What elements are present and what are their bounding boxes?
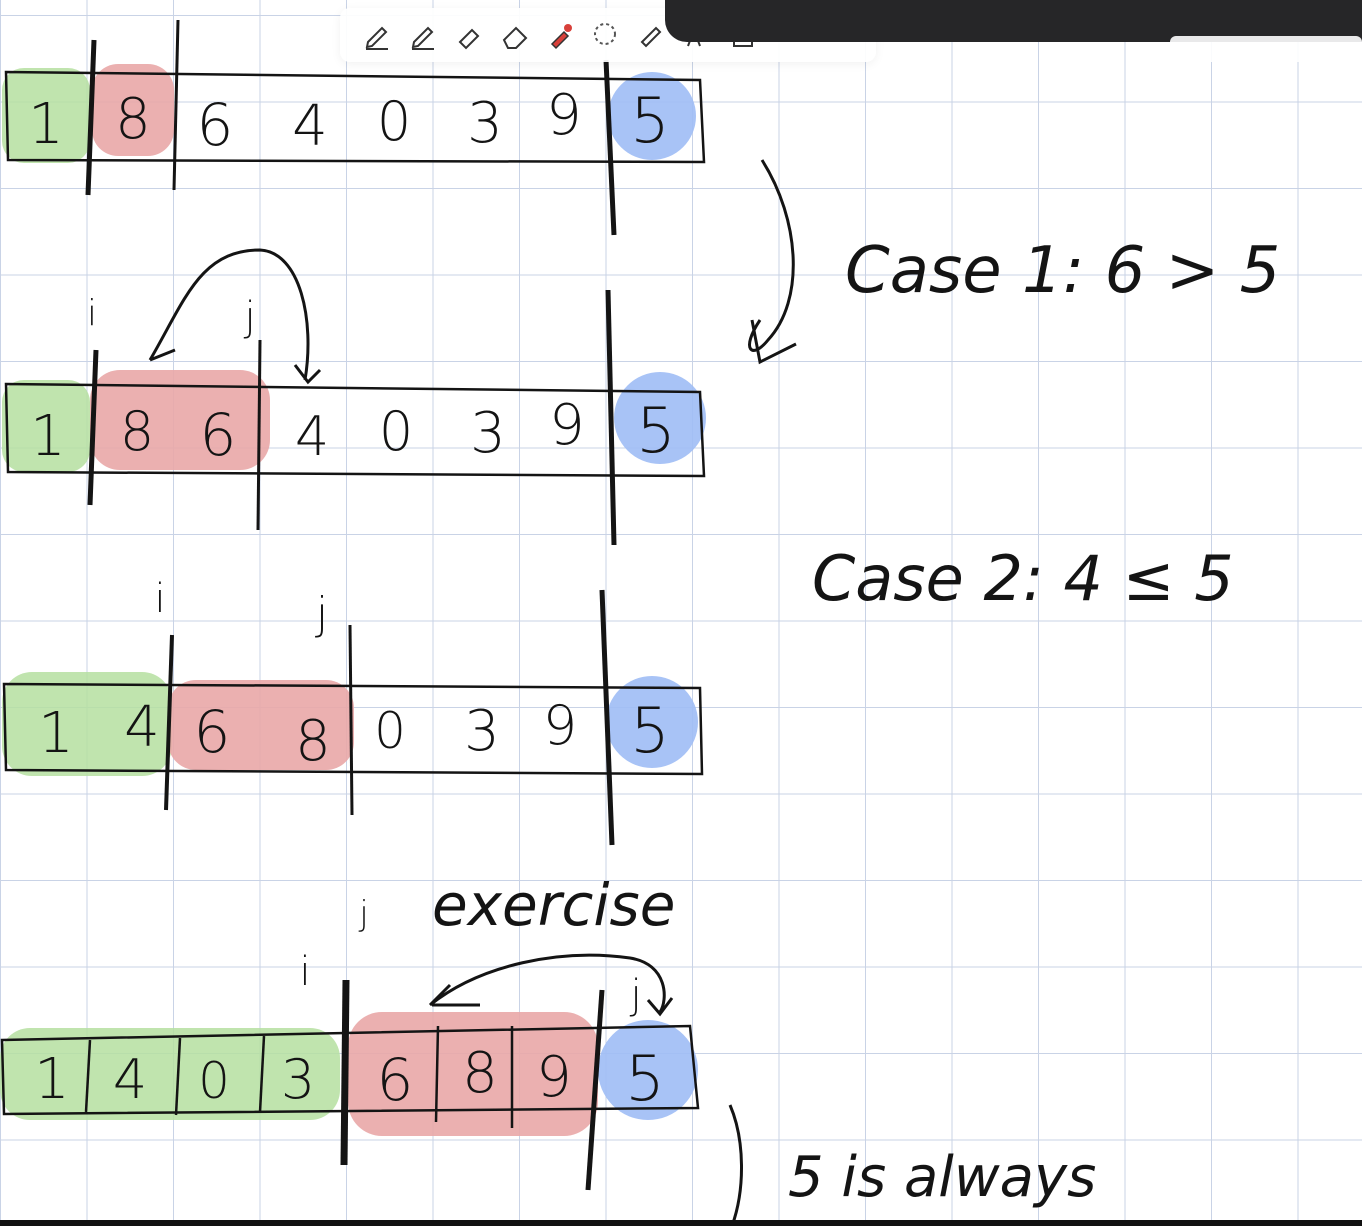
pointer-j-row3: j	[315, 588, 328, 639]
row3-cell-8: 5	[630, 694, 669, 767]
top-overlay-bar	[665, 0, 1362, 42]
swap-arrow-row4-icon	[428, 953, 674, 1017]
row1-cell-6: 3	[467, 91, 503, 156]
row3-cell-3: 6	[194, 698, 231, 766]
case1-note: Case 1: 6 > 5	[845, 234, 1280, 308]
row3-cell-6: 3	[464, 699, 500, 764]
row3-cell-2: 4	[124, 695, 160, 760]
lasso-icon[interactable]	[590, 20, 620, 50]
pointer-j-row2: j	[243, 294, 255, 340]
row4-cell-4: 3	[281, 1048, 315, 1111]
shapes-icon[interactable]	[636, 20, 666, 50]
row1-cell-7: 9	[546, 83, 582, 148]
row2-cell-6: 3	[470, 401, 506, 466]
row3-cell-4: 8	[295, 709, 331, 774]
row2-cell-2: 8	[120, 400, 154, 463]
highlighter-icon[interactable]	[454, 20, 484, 50]
row1-cell-3: 6	[197, 91, 234, 159]
row1-cell-1: 1	[28, 92, 64, 157]
row4-cell-5: 6	[377, 1046, 414, 1114]
exercise-note: exercise	[432, 871, 675, 939]
laser-icon[interactable]	[546, 20, 576, 50]
pointer-j-row4-a: j	[358, 894, 368, 934]
row2-cell-8: 5	[636, 394, 675, 467]
row3-cell-1: 1	[38, 701, 74, 766]
pivot-note: 5 is always	[788, 1145, 1096, 1210]
case2-note: Case 2: 4 ≤ 5	[812, 542, 1234, 615]
array-row-3: i j 1 4 6 8 0 3 9 5	[2, 576, 704, 846]
pointer-i-row4: i	[299, 949, 310, 995]
pointer-j-row4-b: j	[629, 972, 641, 1018]
row1-cell-2: 8	[115, 87, 151, 152]
row4-cell-1: 1	[34, 1047, 70, 1112]
swap-arrow-icon	[148, 248, 322, 385]
array-row-1: 1 8 6 4 0 3 9 5	[2, 19, 706, 236]
right-toolbar	[1170, 36, 1362, 62]
row4-cell-8: 5	[625, 1042, 664, 1115]
pencil-icon[interactable]	[408, 20, 438, 50]
row2-cell-3: 6	[200, 401, 237, 469]
row4-cell-6: 8	[462, 1041, 498, 1106]
array-row-4: i j j 1 4 0 3 6 8 9 5	[0, 894, 700, 1191]
row3-cell-5: 0	[374, 702, 406, 760]
bottom-edge	[0, 1220, 1362, 1226]
row2-cell-5: 0	[379, 400, 413, 463]
row2-cell-4: 4	[295, 405, 329, 468]
row4-cell-7: 9	[536, 1045, 572, 1110]
row4-cell-2: 4	[113, 1048, 147, 1111]
pointer-i-row3: i	[154, 576, 165, 622]
transition-arrow-icon	[748, 159, 797, 365]
array-row-2: i j 1 8 6 4 0 3 9 5	[2, 248, 706, 546]
pen-icon[interactable]	[362, 20, 392, 50]
row3-cell-7: 9	[543, 694, 577, 757]
row1-cell-4: 4	[292, 94, 328, 159]
row2-cell-1: 1	[30, 404, 66, 469]
pointer-i-row2: i	[87, 293, 97, 334]
bracket-icon	[728, 1104, 743, 1226]
eraser-icon[interactable]	[500, 20, 530, 50]
row1-cell-5: 0	[377, 90, 411, 153]
row4-cell-3: 0	[198, 1052, 230, 1110]
row1-cell-8: 5	[630, 84, 669, 157]
row2-cell-7: 9	[549, 393, 585, 458]
